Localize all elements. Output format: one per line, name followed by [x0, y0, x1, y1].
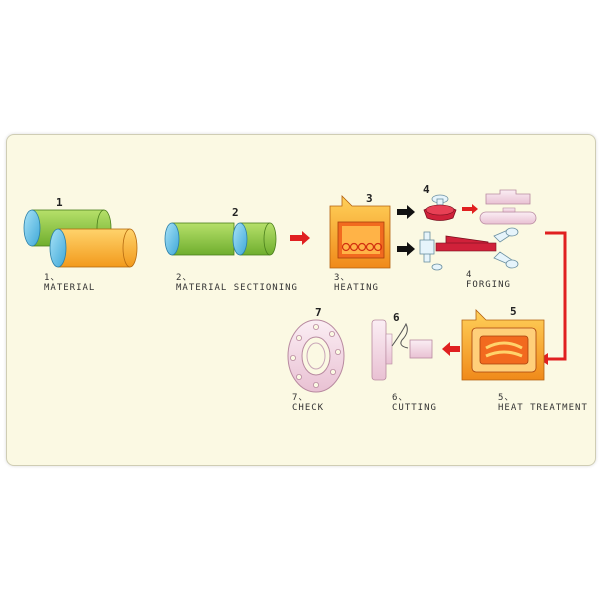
step-6-caption: 6、CUTTING [392, 393, 437, 413]
arrow-right-icon [397, 205, 415, 219]
step-5-number: 5 [510, 305, 517, 318]
step-7-number: 7 [315, 306, 322, 319]
step-3-number: 3 [366, 192, 373, 205]
step-1-number: 1 [56, 196, 63, 209]
connector-arrow-icon [545, 231, 567, 361]
step-3-caption: 3、HEATING [334, 273, 379, 293]
forging-press-icon [419, 227, 519, 271]
arrow-right-icon [462, 204, 478, 214]
forging-die-icon [423, 194, 457, 221]
arrow-left-icon [442, 342, 460, 356]
arrow-right-icon [397, 242, 415, 256]
flange-check-icon [287, 319, 345, 393]
step-2-number: 2 [232, 206, 239, 219]
material-bars-icon [23, 209, 138, 268]
cutting-part-icon [371, 319, 433, 381]
sectioned-bars-icon [164, 222, 277, 256]
step-7-caption: 7、CHECK [292, 393, 325, 413]
forged-part-icon [479, 189, 537, 225]
heating-furnace-icon [329, 195, 391, 269]
heat-treatment-furnace-icon [461, 309, 545, 381]
step-4-number: 4 [423, 183, 430, 196]
step-2-caption: 2、MATERIAL SECTIONING [176, 273, 298, 293]
step-6-number: 6 [393, 311, 400, 324]
diagram-panel [6, 134, 596, 466]
arrow-right-icon [290, 231, 310, 245]
step-1-caption: 1、MATERIAL [44, 273, 96, 293]
step-5-caption: 5、HEAT TREATMENT [498, 393, 588, 413]
